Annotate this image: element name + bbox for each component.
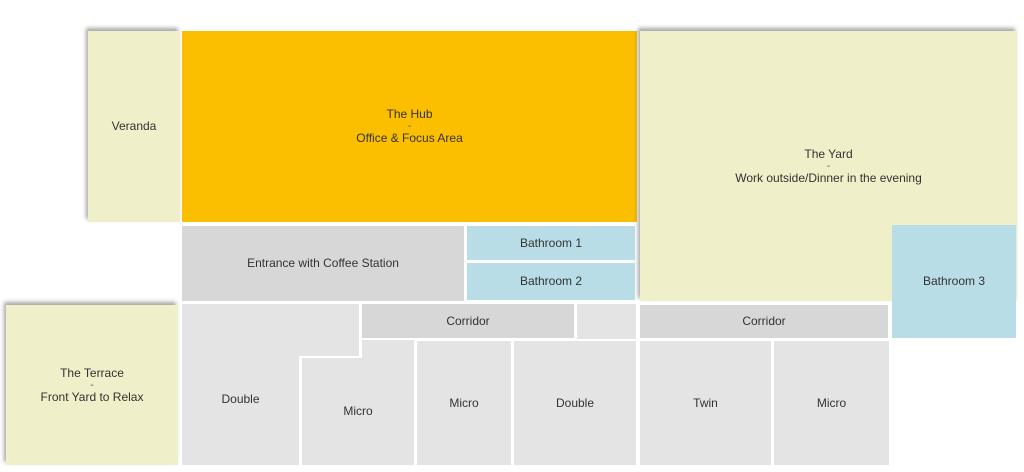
room-subtitle: Office & Focus Area: [356, 131, 463, 145]
room-twin: Twin: [640, 341, 771, 465]
room-label: Bathroom 3: [922, 274, 986, 288]
room-corridor-right: Corridor: [640, 305, 888, 338]
room-bathroom-2: Bathroom 2: [467, 263, 635, 300]
room-label: Double: [221, 392, 260, 406]
room-double-left: Double: [182, 304, 299, 465]
room-label: Corridor: [742, 314, 786, 328]
room-label: Bathroom 1: [519, 235, 583, 250]
room-label: Micro: [343, 404, 373, 418]
room-label: Entrance with Coffee Station: [247, 256, 399, 270]
room-label: Corridor: [446, 313, 490, 328]
room-double-right-upper: [577, 304, 636, 339]
room-micro-1: Micro: [302, 358, 414, 465]
room-micro-2: Micro: [417, 341, 511, 465]
room-title: The Yard: [804, 146, 853, 161]
room-title: The Hub: [386, 107, 433, 121]
room-separator: -: [826, 160, 831, 172]
room-the-hub: The Hub - Office & Focus Area: [182, 31, 637, 222]
room-label: Twin: [693, 395, 718, 410]
room-bathroom-1: Bathroom 1: [467, 226, 635, 260]
room-label: Double: [555, 395, 595, 410]
room-label: Micro: [449, 395, 479, 410]
room-micro-1-upper: [362, 340, 414, 360]
room-corridor-left: Corridor: [362, 304, 574, 338]
room-subtitle: Work outside/Dinner in the evening: [735, 170, 922, 185]
room-the-terrace: The Terrace - Front Yard to Relax: [6, 305, 178, 465]
room-subtitle: Front Yard to Relax: [40, 389, 144, 404]
room-label: Veranda: [111, 119, 157, 133]
room-title: The Terrace: [60, 365, 124, 380]
room-separator: -: [407, 121, 412, 132]
room-micro-3: Micro: [774, 341, 889, 465]
room-entrance: Entrance with Coffee Station: [182, 226, 464, 301]
room-bathroom-3: Bathroom 3: [892, 225, 1016, 338]
room-separator: -: [90, 379, 94, 391]
room-veranda: Veranda: [88, 31, 180, 222]
room-label: Micro: [816, 395, 847, 410]
room-double-right: Double: [514, 341, 636, 465]
room-label: Bathroom 2: [519, 274, 583, 288]
